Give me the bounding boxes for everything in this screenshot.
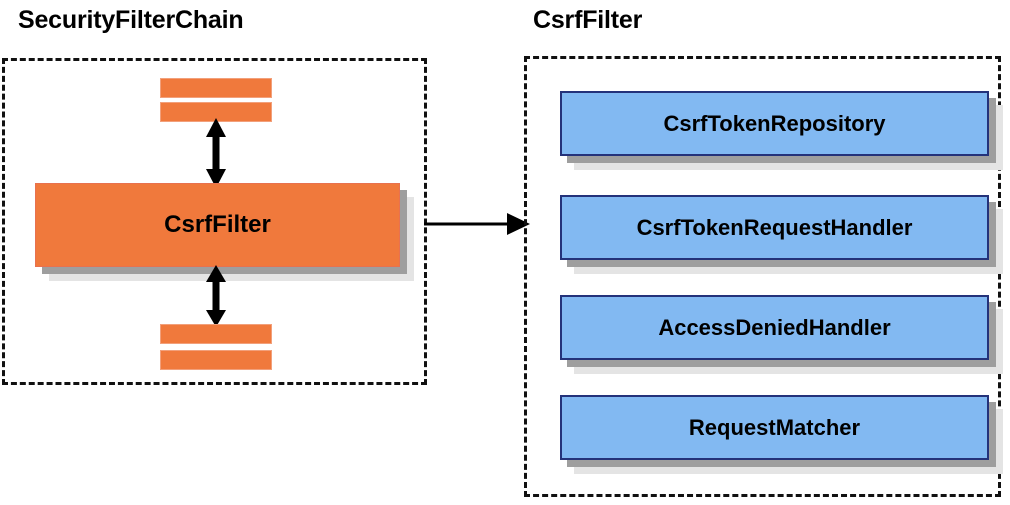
node-request-matcher-label: RequestMatcher: [560, 395, 989, 460]
node-request-matcher[interactable]: RequestMatcher: [560, 395, 1003, 474]
filter-bar-below-2: [160, 350, 272, 370]
node-csrf-token-repository[interactable]: CsrfTokenRepository: [560, 91, 1003, 170]
chain-link-down-arrow: [206, 265, 226, 327]
node-csrf-filter[interactable]: CsrfFilter: [35, 183, 414, 281]
filter-bar-below-1: [160, 324, 272, 344]
panel-csrf-filter-details: [524, 56, 1001, 497]
filter-bar-above-2: [160, 78, 272, 98]
node-csrf-token-repository-label: CsrfTokenRepository: [560, 91, 989, 156]
chain-link-up-arrow: [206, 118, 226, 188]
expands-to-arrow: [424, 213, 530, 235]
node-access-denied-handler[interactable]: AccessDeniedHandler: [560, 295, 1003, 374]
node-csrf-filter-label: CsrfFilter: [35, 183, 400, 267]
panel-security-filter-chain: [2, 58, 427, 385]
node-csrf-token-request-handler-label: CsrfTokenRequestHandler: [560, 195, 989, 260]
panel-title-security-filter-chain: SecurityFilterChain: [18, 6, 244, 34]
node-access-denied-handler-label: AccessDeniedHandler: [560, 295, 989, 360]
node-csrf-token-request-handler[interactable]: CsrfTokenRequestHandler: [560, 195, 1003, 274]
panel-title-csrf-filter: CsrfFilter: [533, 6, 643, 34]
